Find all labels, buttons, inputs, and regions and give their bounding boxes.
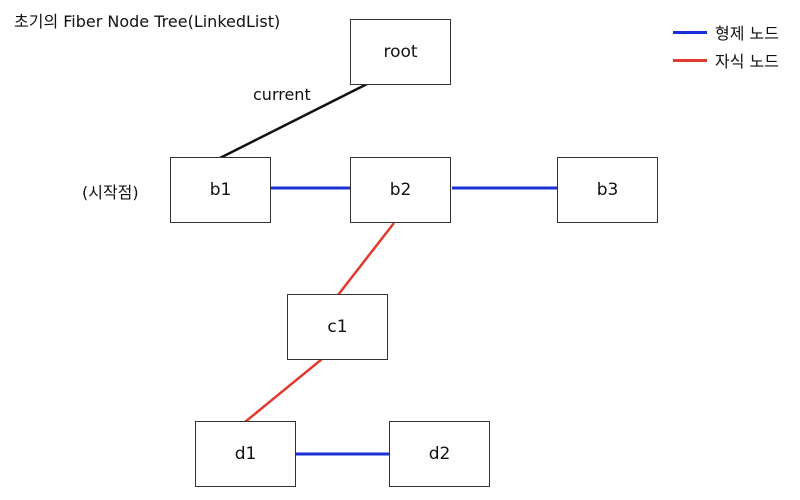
start-label: (시작점) [82,183,139,202]
node-b1: b1 [170,157,271,223]
legend-child: 자식 노드 [673,48,779,72]
diagram-title: 초기의 Fiber Node Tree(LinkedList) [14,12,281,31]
node-b3: b3 [557,157,658,223]
node-c1: c1 [287,294,388,360]
edge-root-b1-current [219,82,368,160]
legend-child-label: 자식 노드 [715,52,779,71]
edge-c1-d1-child [244,358,323,423]
current-label: current [253,85,311,104]
node-b2: b2 [350,157,451,223]
legend-child-line [673,58,707,62]
node-root: root [350,19,451,85]
edge-b2-c1-child [337,222,395,296]
legend-sibling-label: 형제 노드 [715,24,779,43]
legend-sibling: 형제 노드 [673,20,779,44]
node-d2: d2 [389,421,490,487]
node-d1: d1 [195,421,296,487]
legend-sibling-line [673,30,707,34]
